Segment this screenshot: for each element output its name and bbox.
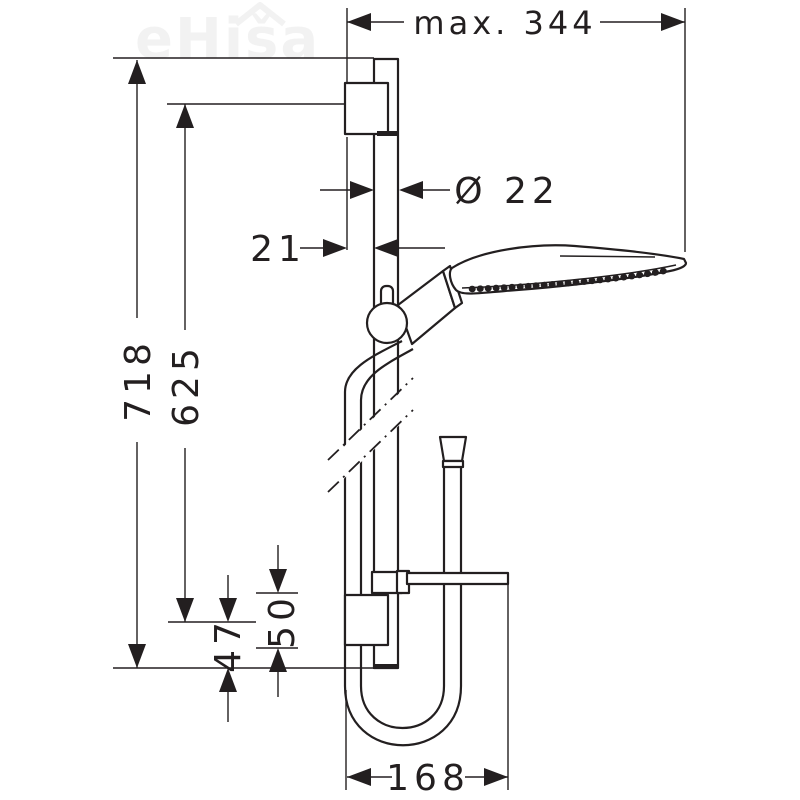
dimension-total-height: 718	[113, 57, 374, 669]
dimension-label-47: 47	[208, 617, 249, 673]
top-bracket-clamp	[377, 131, 398, 136]
holder-knob	[365, 301, 409, 345]
dimension-max-reach: max. 344	[346, 4, 686, 252]
arrowhead-top	[128, 60, 146, 84]
dimension-label-21: 21	[250, 229, 306, 270]
dimension-label-50: 50	[262, 593, 303, 649]
arrowhead-bottom	[269, 648, 287, 672]
arrowhead-left	[347, 13, 371, 31]
hose-conical-nut	[438, 435, 468, 463]
spray-head-top-line	[559, 255, 656, 258]
dimension-label-718: 718	[118, 338, 159, 422]
arrowhead-right	[484, 768, 508, 786]
hand-shower	[396, 244, 688, 346]
dimension-hose-loop-width: 168	[345, 584, 509, 799]
arrowhead-left	[347, 768, 371, 786]
shelf-bar	[405, 571, 510, 586]
arrowhead-bottom	[128, 644, 146, 668]
arrowhead-bottom	[219, 668, 237, 692]
wall-bar-end-cap	[373, 664, 398, 669]
arrowhead-top	[269, 569, 287, 593]
dimension-bar-end-offset: 47	[208, 575, 249, 722]
dimension-bracket-height: 50	[256, 545, 303, 697]
break-marks	[327, 377, 414, 494]
spray-nozzles	[468, 267, 668, 293]
top-wall-bracket	[343, 81, 390, 136]
break-line-lower	[327, 409, 414, 493]
dimension-label-625: 625	[166, 343, 207, 427]
hose-outer-edge	[343, 340, 463, 747]
arrowhead-bottom	[176, 598, 194, 622]
arrowhead-top	[176, 104, 194, 128]
hose-nut-collar	[441, 459, 465, 469]
dimension-label-168: 168	[386, 758, 470, 799]
hose-inner-edge	[359, 348, 446, 730]
shower-set-drawing	[327, 57, 688, 747]
watermark-house-icon	[234, 2, 286, 27]
arrowhead-right	[661, 13, 685, 31]
break-line-upper	[327, 377, 414, 461]
bottom-wall-bracket	[343, 593, 390, 647]
arrowhead-right	[399, 181, 423, 199]
break-mask	[328, 380, 413, 494]
dimension-label-diameter-22: Ø 22	[454, 171, 560, 212]
arrowhead-left	[323, 239, 347, 257]
dimension-label-max-344: max. 344	[413, 4, 596, 42]
shower-hose	[343, 340, 468, 747]
dimension-wall-clearance: 21	[250, 229, 445, 270]
watermark-text: eHiša	[135, 7, 320, 72]
arrowhead-right	[374, 239, 398, 257]
watermark: eHiša	[135, 2, 320, 72]
arrowhead-left	[350, 181, 374, 199]
arrowhead-top	[219, 598, 237, 622]
dimension-bracket-spacing: 625	[166, 103, 345, 623]
dimension-bar-diameter: Ø 22	[320, 171, 560, 212]
